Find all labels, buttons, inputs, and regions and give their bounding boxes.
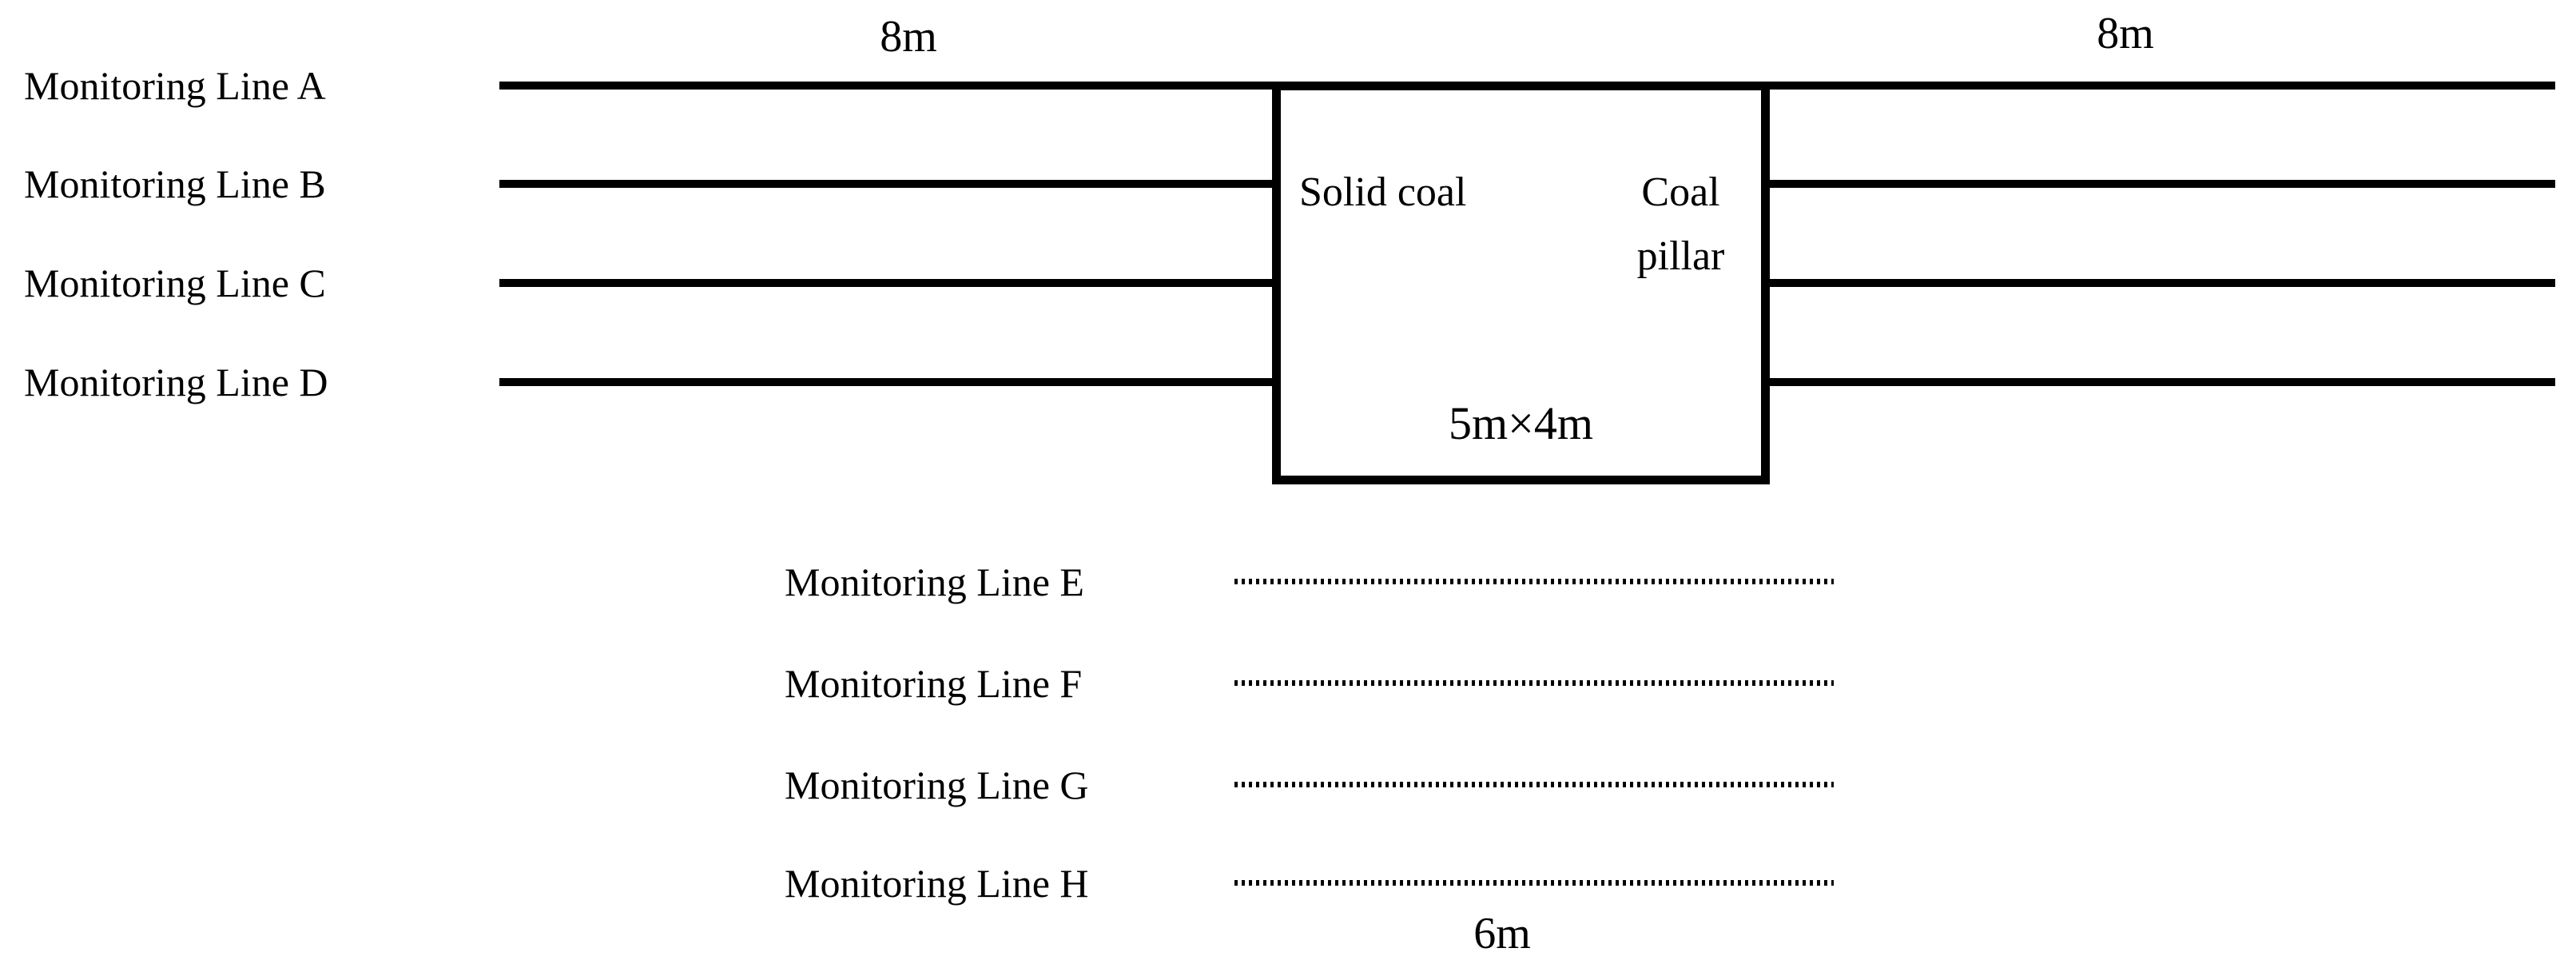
dimension-label-8m-left: 8m: [880, 12, 937, 62]
monitoring-line-a-right-segment: [1770, 82, 2555, 90]
monitoring-line-f-dotted-segment: [1234, 680, 1834, 686]
dimension-label-6m: 6m: [1473, 909, 1531, 958]
monitoring-line-c-left-segment: [499, 279, 1272, 287]
monitoring-line-h-label: Monitoring Line H: [785, 861, 1089, 906]
monitoring-line-c-right-segment: [1770, 279, 2555, 287]
coal-pillar-label: Coal pillar: [1636, 169, 1725, 279]
solid-coal-label: Solid coal: [1299, 169, 1467, 215]
monitoring-line-a-left-segment: [499, 82, 1272, 90]
monitoring-line-b-right-segment: [1770, 180, 2555, 188]
monitoring-line-g-dotted-segment: [1234, 782, 1834, 787]
monitoring-line-b-left-segment: [499, 180, 1272, 188]
monitoring-line-d-label: Monitoring Line D: [24, 360, 328, 404]
monitoring-line-e-label: Monitoring Line E: [785, 560, 1084, 604]
monitoring-line-c-label: Monitoring Line C: [24, 261, 326, 305]
monitoring-line-g-label: Monitoring Line G: [785, 763, 1089, 807]
dimension-label-8m-right: 8m: [2097, 9, 2154, 58]
monitoring-line-e-dotted-segment: [1234, 579, 1834, 584]
monitoring-line-b-label: Monitoring Line B: [24, 161, 326, 206]
coal-pillar-box: Solid coal Coal pillar 5m×4m: [1272, 82, 1770, 484]
box-size-label: 5m×4m: [1449, 397, 1593, 449]
monitoring-line-a-label: Monitoring Line A: [24, 63, 326, 108]
monitoring-line-h-dotted-segment: [1234, 880, 1834, 886]
monitoring-line-d-right-segment: [1770, 378, 2555, 386]
monitoring-line-d-left-segment: [499, 378, 1272, 386]
monitoring-line-f-label: Monitoring Line F: [785, 661, 1083, 706]
